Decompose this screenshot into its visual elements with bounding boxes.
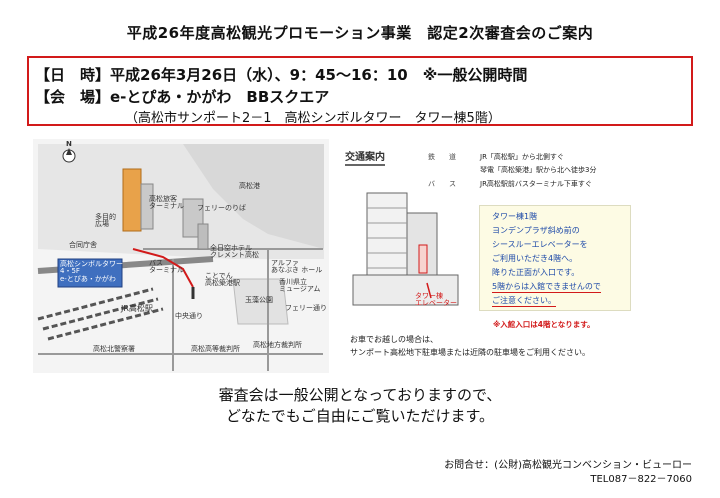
area-map: N 高松港 フェリーのりば 高松旅客 ターミナル 多目的 広場 高松シンボルタワ…: [33, 139, 329, 373]
closing-line: どなたでもご自由にご覧いただけます。: [226, 407, 494, 425]
label-tamamo-park: 玉藻公園: [245, 296, 273, 304]
callout-line: ヨンデンプラザ斜め前の: [492, 226, 580, 235]
label-chuo-dori: 中央通り: [175, 312, 203, 320]
label-terminal: 高松旅客 ターミナル: [149, 195, 184, 211]
inquiry-tel: TEL087－822－7060: [590, 474, 692, 485]
parking-note: お車でお越しの場合は、 サンポート高松地下駐車場または近隣の駐車場をご利用くださ…: [350, 333, 590, 359]
page-title: 平成26年度高松観光プロモーション事業 認定2次審査会のご案内: [126, 24, 594, 42]
access-row-kotoden: 琴電「高松築港」駅から北へ徒歩3分: [480, 166, 597, 174]
label-high-court: 高松高等裁判所: [191, 345, 240, 353]
event-info-box: 【日 時】平成26年3月26日（水）、9：45～16：10 ※一般公開時間 【会…: [27, 56, 693, 126]
parking-line: お車でお越しの場合は、: [350, 335, 438, 344]
callout-line: ご利用いただき4階へ。: [492, 254, 578, 263]
event-datetime: 【日 時】平成26年3月26日（水）、9：45～16：10 ※一般公開時間: [35, 66, 528, 84]
label-district-court: 高松地方裁判所: [253, 341, 302, 349]
label-jr-station: JR高松駅: [121, 304, 153, 313]
event-venue: 【会 場】e-とぴあ・かがわ BBスクエア: [35, 88, 330, 106]
inquiry-org: お問合せ：(公財)高松観光コンベンション・ビューロー: [444, 460, 692, 471]
label-takamatsu-port: 高松港: [239, 182, 260, 190]
tower-building-illustration: [352, 192, 459, 306]
access-title: 交通案内: [345, 148, 385, 166]
callout-line: タワー棟1階: [492, 212, 538, 221]
access-cat-rail: 鉄 道: [428, 153, 456, 161]
closing-line: 審査会は一般公開となっておりますので、: [218, 386, 502, 404]
access-row-rail: JR「高松駅」から北側すぐ: [480, 153, 564, 161]
access-cat-bus: バ ス: [428, 180, 456, 188]
inquiry-contact: お問合せ：(公財)高松観光コンベンション・ビューロー TEL087－822－70…: [444, 459, 692, 487]
label-police: 高松北警察署: [93, 345, 135, 353]
map-graphic: [37, 144, 324, 371]
label-bus-terminal: バス ターミナル: [149, 259, 184, 275]
label-kotoden: ことでん 高松築港駅: [205, 272, 240, 288]
callout-line: 降りた正面が入口です。: [492, 268, 580, 277]
label-multipurpose: 多目的 広場: [95, 213, 116, 229]
closing-message: 審査会は一般公開となっておりますので、 どなたでもご自由にご覧いただけます。: [0, 385, 720, 427]
access-row-bus: JR高松駅前バスターミナル下車すぐ: [480, 180, 592, 188]
access-guide: 交通案内 鉄 道 JR「高松駅」から北側すぐ 琴電「高松築港」駅から北へ徒歩3分…: [343, 143, 649, 329]
north-label: N: [66, 140, 72, 148]
label-ferry: フェリーのりば: [197, 204, 246, 212]
label-alpha: アルファ あなぶき ホール: [271, 259, 323, 275]
label-hotel: 全日空ホテル クレメント高松: [210, 244, 259, 260]
callout-line: シースルーエレベーターを: [492, 240, 588, 249]
parking-line: サンポート高松地下駐車場または近隣の駐車場をご利用ください。: [350, 348, 590, 357]
callout-line: ご注意ください。: [492, 296, 556, 307]
elevator-label: タワー棟 エレベーター: [415, 292, 457, 308]
label-ferry-dori: フェリー通り: [285, 304, 327, 312]
event-address: （高松市サンポート2－1 高松シンボルタワー タワー棟5階）: [125, 111, 501, 126]
entrance-callout: タワー棟1階 ヨンデンプラザ斜め前の シースルーエレベーターを ご利用いただき4…: [479, 205, 631, 311]
entrance-warning: ※入館入口は4階となります。: [493, 320, 595, 329]
label-museum: 香川県立 ミュージアム: [279, 278, 321, 294]
label-joint-bldg: 合同庁舎: [69, 241, 97, 249]
callout-line: 5階からは入館できませんので: [492, 282, 601, 293]
label-symbol-tower: 高松シンボルタワー 4・5F e-とぴあ・かがわ: [60, 260, 123, 283]
